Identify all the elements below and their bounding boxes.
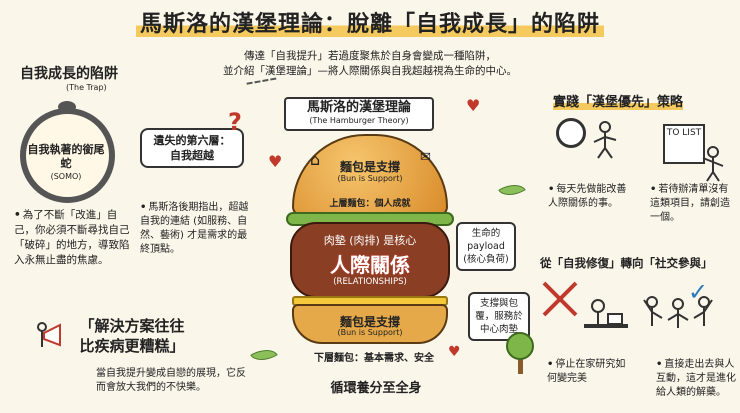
heart-icon: ♥ [466, 96, 481, 115]
solution-heading: 「解決方案往往 比疾病更糟糕」 [72, 316, 192, 356]
burger-banner: 馬斯洛的漢堡理論 (The Hamburger Theory) [284, 97, 434, 131]
intro-text: 傳達「自我提升」若過度聚焦於自身會變成一種陷阱， 並介紹「漢堡理論」—將人際關係… [205, 49, 535, 79]
top-bun: 麵包是支撐 (Bun is Support) 上層麵包：個人成就 [292, 134, 448, 216]
support-box: 支撐與包覆，服務於中心肉墊 [468, 292, 530, 341]
alarm-clock-icon [556, 118, 586, 148]
solution-description: 當自我提升變成自戀的展現，它反而會放大我們的不快樂。 [96, 368, 246, 393]
todo-list-icon: TO LIST [663, 124, 705, 164]
patty-main: 人際關係 [330, 253, 410, 277]
top-layer-label: 上層麵包：個人成就 [329, 199, 411, 209]
megaphone-icon [37, 322, 61, 347]
diploma-icon: ✉ [420, 150, 431, 165]
person-at-desk-icon [584, 299, 628, 328]
maslow-description: •馬斯洛後期指出，超越自我的連結 (如服務、自然、藝術) 才是需求的最終頂點。 [140, 202, 249, 255]
practice-item-2: •若待辦清單沒有這類項目，請創造一個。 [650, 184, 730, 223]
bullet-icon: • [656, 359, 663, 370]
heart-icon: ♥ [268, 152, 283, 171]
house-icon: ⌂ [310, 150, 321, 169]
burger-banner-title: 馬斯洛的漢堡理論 [306, 100, 411, 115]
shift-item-2: •直接走出去與人互動，這才是進化給人類的解藥。 [656, 359, 736, 398]
snake-label: 自我執著的銜尾蛇 [27, 143, 105, 170]
trap-heading: 自我成長的陷阱 [20, 66, 118, 82]
sixth-layer-line-1: 遺失的第六層： [153, 134, 231, 147]
bullet-icon: • [140, 202, 147, 213]
solution-heading-line-2: 比疾病更糟糕」 [79, 337, 185, 355]
shift-item-1: •停止在家研究如何變完美 [547, 359, 626, 384]
people-group-icon [643, 296, 713, 328]
snake-head-icon [58, 101, 76, 113]
shift-heading: 從「自我修復」轉向「社交參與」 [540, 256, 713, 270]
person-icon [593, 121, 617, 159]
payload-box: 生命的 payload (核心負荷) [456, 222, 516, 271]
burger-banner-subtitle: (The Hamburger Theory) [309, 116, 409, 125]
bottom-bun-subtitle: (Bun is Support) [337, 328, 403, 337]
intro-line-2: 並介紹「漢堡理論」—將人際關係與自我超越視為生命的中心。 [223, 65, 517, 77]
top-bun-subtitle: (Bun is Support) [337, 174, 403, 183]
practice-heading: 實踐「漢堡優先」策略 [553, 95, 684, 110]
trap-description: •為了不斷「改進」自己，你必須不斷尋找自己「破碎」的地方，導致陷入永無止盡的焦慮… [14, 209, 130, 266]
sixth-layer-line-2: 自我超越 [170, 149, 214, 162]
patty-subtitle: (RELATIONSHIPS) [333, 277, 407, 287]
intro-line-1: 傳達「自我提升」若過度聚焦於自身會變成一種陷阱， [244, 50, 496, 62]
page-title: 馬斯洛的漢堡理論：脫離「自我成長」的陷阱 [0, 6, 740, 38]
trap-subtitle: (The Trap) [66, 83, 107, 92]
heart-icon: ♥ [448, 344, 461, 360]
bottom-bun-title: 麵包是支撐 [339, 315, 400, 329]
bottom-layer-label: 下層麵包：基本需求、安全 [314, 353, 434, 364]
barbed-wire-icon [246, 77, 280, 103]
snake-sub-label: (SOMO) [50, 172, 82, 181]
bullet-icon: • [547, 359, 554, 370]
todo-list-label: TO LIST [666, 128, 702, 138]
bullet-icon: • [650, 184, 657, 195]
cycle-label: 循環養分至全身 [330, 381, 422, 396]
solution-heading-line-1: 「解決方案往往 [79, 317, 185, 335]
bullet-icon: • [548, 184, 555, 195]
bullet-icon: • [14, 209, 21, 221]
red-x-icon [542, 281, 578, 317]
bottom-bun: 麵包是支撐 (Bun is Support) [292, 304, 448, 344]
practice-item-1: •每天先做能改善人際關係的事。 [548, 184, 627, 209]
leaf-icon [250, 342, 278, 368]
patty: 肉墊 (肉排) 是核心 人際關係 (RELATIONSHIPS) [290, 222, 450, 298]
question-mark-icon: ? [228, 108, 242, 136]
person-icon [702, 146, 724, 182]
top-bun-title: 麵包是支撐 [339, 160, 400, 174]
leaf-icon [498, 177, 526, 203]
checkmark-icon: ✓ [688, 278, 709, 306]
sixth-layer-box: 遺失的第六層： 自我超越 [140, 128, 244, 168]
tree-icon [506, 332, 534, 374]
patty-label: 肉墊 (肉排) 是核心 [323, 234, 417, 247]
